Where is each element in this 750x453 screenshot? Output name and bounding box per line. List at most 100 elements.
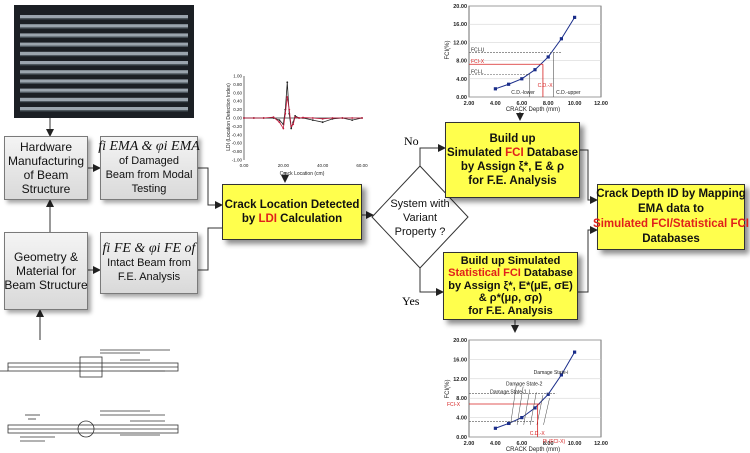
beam-bar-shadow (20, 110, 188, 111)
beam-bar-shadow (20, 55, 188, 56)
sim-line-3: by Assign ξ*, E & ρ (461, 160, 564, 174)
stat-line-2: Statistical FCI Database (448, 267, 573, 280)
stat-post: Database (521, 267, 573, 279)
sim-line-4: for F.E. Analysis (468, 174, 556, 188)
cd-x-label: C.D.-X (538, 83, 554, 89)
decision-text: System with Variant Property ? (380, 196, 460, 240)
ldi-y-tick: -0.40 (232, 132, 243, 137)
fci-point (573, 16, 576, 19)
crack-location-box: Crack Location Detected by LDI Calculati… (222, 184, 362, 240)
fci-y-tick: 12.00 (453, 377, 467, 383)
beam-bar-shadow (20, 101, 188, 102)
ldi-point (288, 109, 290, 111)
fci-point (507, 83, 510, 86)
hardware-line-2: Manufacturing (8, 154, 84, 168)
beam-bar-shadow (20, 73, 188, 74)
beam-bar (20, 43, 188, 46)
fci-point (547, 55, 550, 58)
fci-bottom-xlabel: CRACK Depth (mm) (506, 447, 560, 453)
beam-bar (20, 98, 188, 101)
ldi-point (361, 117, 363, 119)
fci-frame (469, 340, 601, 437)
edge-label-no: No (404, 134, 419, 149)
ldi-point (284, 113, 286, 115)
fci-top-xlabel: CRACK Depth (mm) (506, 107, 560, 113)
fci-point (520, 77, 523, 80)
damaged-beam-line-1: of Damaged (119, 154, 179, 168)
ldi-point (282, 128, 284, 130)
ldi-point (290, 126, 292, 128)
ldi-point (286, 81, 288, 83)
depth-line-1: Crack Depth ID by Mapping (596, 187, 746, 202)
hardware-line-4: Structure (22, 182, 71, 196)
beam-bar (20, 15, 188, 18)
ldi-point (279, 121, 281, 123)
damaged-beam-box: fi EMA & φi EMA of Damaged Beam from Mod… (100, 136, 198, 200)
stat-statistical-fci: Statistical FCI (448, 267, 521, 279)
crack-location-line-2: by LDI Calculation (242, 212, 342, 226)
ldi-point (292, 123, 294, 125)
geometry-box: Geometry & Material for Beam Structure (4, 232, 88, 310)
crack-location-pre: by (242, 213, 259, 225)
ldi-point (273, 116, 275, 118)
ldi-y-tick: -1.00 (232, 158, 243, 163)
fci-point (520, 416, 523, 419)
fci-x-tick: 10.00 (568, 101, 582, 107)
edge-damaged-ldi (198, 168, 222, 205)
fci-point (494, 87, 497, 90)
beam-bar (20, 61, 188, 64)
ldi-point (294, 116, 296, 118)
beam-bar-shadow (20, 18, 188, 19)
simulated-fci-box: Build up Simulated FCI Database by Assig… (445, 122, 580, 198)
ldi-y-tick: 0.60 (233, 90, 242, 95)
ds-2-label: Damage State-2 (506, 382, 543, 388)
fci-x-label: FCI-X (471, 59, 485, 65)
beam-bar-shadow (20, 92, 188, 93)
edge-sim-depth (580, 150, 597, 200)
fci-x-tick: 4.00 (490, 101, 501, 107)
ldi-point (351, 117, 353, 119)
fci-y-tick: 20.00 (453, 338, 467, 344)
beam-bar (20, 70, 188, 73)
cd-x-label-b: C.D.-X (530, 431, 546, 437)
beam-bar-shadow (20, 37, 188, 38)
ldi-x-tick: 0.00 (240, 163, 249, 168)
ldi-point (263, 117, 265, 119)
edge-decision-yes (420, 268, 443, 292)
sim-post: Database (524, 147, 578, 159)
damaged-beam-symbol: fi EMA & φi EMA (98, 140, 200, 154)
beam-bar (20, 24, 188, 27)
ldi-point (322, 118, 324, 120)
beam-bar (20, 79, 188, 82)
ldi-y-tick: 0.00 (233, 116, 242, 121)
ldi-point (312, 119, 314, 121)
ldi-point (298, 117, 300, 119)
ldi-series-line (244, 97, 362, 129)
stat-line-1: Build up Simulated (461, 255, 561, 268)
fci-x-tick: 12.00 (594, 101, 608, 107)
fci-y-tick: 12.00 (453, 40, 467, 46)
damaged-beam-line-2: Beam from Modal (106, 168, 193, 182)
stat-line-4: & ρ*(μρ, σρ) (479, 292, 542, 305)
fci-y-tick: 4.00 (456, 416, 467, 422)
hardware-box: Hardware Manufacturing of Beam Structure (4, 136, 88, 200)
fci-u-label: FCI-U (471, 47, 485, 53)
fci-series-line (495, 17, 574, 88)
fci-x-tick: 8.00 (543, 101, 554, 107)
intact-beam-line-1: Intact Beam from (107, 256, 191, 270)
fci-x-tick: 2.00 (464, 101, 475, 107)
ldi-point (351, 119, 353, 121)
ldi-y-tick: 0.20 (233, 107, 242, 112)
decision-line-3: Property ? (395, 225, 446, 239)
fci-x-tick: 2.00 (464, 441, 475, 447)
fci-point (533, 68, 536, 71)
fci-x-tick: 6.00 (516, 441, 527, 447)
beam-bar-shadow (20, 46, 188, 47)
crack-location-line-1: Crack Location Detected (225, 198, 360, 212)
fci-y-tick: 16.00 (453, 357, 467, 363)
damaged-beam-line-3: Testing (132, 182, 167, 196)
beam-bar (20, 33, 188, 36)
intact-beam-symbol: fi FE & φi FE of (103, 242, 196, 256)
stat-line-3: by Assign ξ*, E*(μE, σE) (448, 280, 573, 293)
ldi-chart: LDI (Location Detection Index) Crack Loc… (222, 72, 372, 177)
